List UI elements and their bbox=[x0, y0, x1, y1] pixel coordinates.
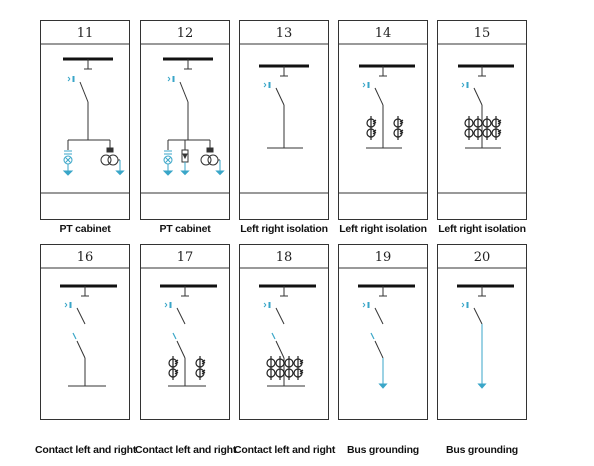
cabinet-16-schematic: 16 bbox=[40, 244, 130, 420]
cabinet-15-schematic: 15 bbox=[437, 20, 527, 220]
disconnector-blade bbox=[275, 87, 285, 106]
current-transformer-icon bbox=[393, 116, 404, 140]
cabinet-caption: Left right isolation bbox=[339, 223, 427, 235]
cabinet-caption: PT cabinet bbox=[159, 223, 211, 235]
indicator-icon bbox=[461, 82, 469, 88]
interlock-marker bbox=[271, 332, 276, 340]
cabinet-number: 14 bbox=[375, 26, 392, 41]
cabinet-number: 18 bbox=[276, 250, 293, 265]
disconnector-blade bbox=[374, 340, 384, 359]
current-transformer-icon bbox=[491, 116, 502, 140]
cabinet-17: 17 bbox=[140, 244, 230, 420]
cabinet-12: 12 bbox=[140, 20, 230, 220]
current-transformer-icon bbox=[473, 116, 483, 140]
cabinet-number: 12 bbox=[177, 26, 194, 41]
disconnector-blade bbox=[275, 340, 285, 359]
disconnector-blade bbox=[374, 307, 384, 325]
current-transformer-icon bbox=[482, 116, 492, 140]
cabinet-13-schematic: 13 bbox=[239, 20, 329, 220]
cabinet-caption: Contact left and right bbox=[35, 444, 137, 456]
interlock-marker bbox=[370, 332, 375, 340]
indicator-icon bbox=[263, 82, 271, 88]
cabinet-18: 18 bbox=[239, 244, 329, 420]
cabinet-number: 17 bbox=[177, 250, 194, 265]
disconnector-blade bbox=[374, 87, 384, 106]
disconnector-blade bbox=[79, 81, 89, 103]
fuse-icon bbox=[180, 149, 190, 176]
cabinet-12-schematic: 12 bbox=[140, 20, 230, 220]
cabinet-frame bbox=[40, 20, 130, 220]
disconnector-blade bbox=[473, 307, 483, 325]
ground-icon bbox=[378, 383, 388, 389]
cabinet-frame bbox=[338, 244, 428, 420]
cabinet-19-schematic: 19 bbox=[338, 244, 428, 420]
indicator-icon bbox=[64, 302, 72, 308]
disconnector-blade bbox=[76, 340, 86, 359]
cabinet-14: 14 bbox=[338, 20, 428, 220]
cabinet-18-schematic: 18 bbox=[239, 244, 329, 420]
cabinet-frame bbox=[140, 244, 230, 420]
disconnector-blade bbox=[275, 307, 285, 325]
current-transformer-icon bbox=[366, 116, 377, 140]
voltage-transformer-icon bbox=[100, 147, 125, 176]
disconnector-blade bbox=[179, 81, 189, 103]
lightning-arrester-icon bbox=[62, 150, 74, 176]
cabinet-caption: Left right isolation bbox=[240, 223, 328, 235]
current-transformer-icon bbox=[284, 356, 294, 380]
cabinet-frame bbox=[140, 20, 230, 220]
cabinet-number: 16 bbox=[77, 250, 94, 265]
cabinet-frame bbox=[40, 244, 130, 420]
disconnector-blade bbox=[473, 87, 483, 106]
indicator-icon bbox=[164, 302, 172, 308]
current-transformer-icon bbox=[464, 116, 474, 140]
cabinet-caption: Bus grounding bbox=[445, 444, 519, 456]
cabinet-19: 19 bbox=[338, 244, 428, 420]
current-transformer-icon bbox=[168, 356, 179, 380]
current-transformer-icon bbox=[275, 356, 285, 380]
cabinet-15: 15 bbox=[437, 20, 527, 220]
indicator-icon bbox=[461, 302, 469, 308]
interlock-marker bbox=[172, 332, 177, 340]
cabinet-20-schematic: 20 bbox=[437, 244, 527, 420]
cabinet-number: 20 bbox=[474, 250, 491, 265]
cabinet-20: 20 bbox=[437, 244, 527, 420]
disconnector-blade bbox=[176, 340, 186, 359]
cabinet-11: 11 bbox=[40, 20, 130, 220]
cabinet-11-schematic: 11 bbox=[40, 20, 130, 220]
cabinet-caption: Left right isolation bbox=[438, 223, 526, 235]
disconnector-blade bbox=[176, 307, 186, 325]
cabinet-14-schematic: 14 bbox=[338, 20, 428, 220]
cabinet-number: 19 bbox=[375, 250, 392, 265]
voltage-transformer-icon bbox=[200, 147, 225, 176]
lightning-arrester-icon bbox=[162, 150, 174, 176]
cabinet-number: 15 bbox=[474, 26, 491, 41]
cabinet-number: 11 bbox=[77, 26, 94, 41]
cabinet-number: 13 bbox=[276, 26, 293, 41]
cabinet-caption: Contact left and right bbox=[234, 444, 336, 456]
cabinet-frame bbox=[239, 244, 329, 420]
cabinet-caption: Bus grounding bbox=[346, 444, 420, 456]
cabinet-caption: Contact left and right bbox=[135, 444, 237, 456]
cabinet-caption: PT cabinet bbox=[59, 223, 111, 235]
indicator-icon bbox=[362, 302, 370, 308]
disconnector-blade bbox=[76, 307, 86, 325]
current-transformer-icon bbox=[195, 356, 206, 380]
interlock-marker bbox=[72, 332, 77, 340]
indicator-icon bbox=[167, 76, 175, 82]
cabinet-13: 13 bbox=[239, 20, 329, 220]
cabinet-17-schematic: 17 bbox=[140, 244, 230, 420]
ground-icon bbox=[477, 383, 487, 389]
indicator-icon bbox=[362, 82, 370, 88]
indicator-icon bbox=[263, 302, 271, 308]
current-transformer-icon bbox=[293, 356, 304, 380]
cabinet-16: 16 bbox=[40, 244, 130, 420]
current-transformer-icon bbox=[266, 356, 276, 380]
indicator-icon bbox=[67, 76, 75, 82]
